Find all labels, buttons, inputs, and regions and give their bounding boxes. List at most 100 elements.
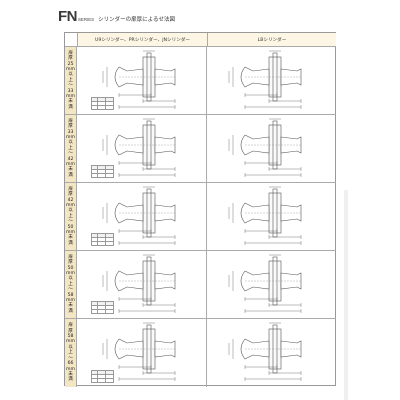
technical-drawing	[102, 50, 176, 109]
lock-cross-section-drawing	[102, 118, 176, 177]
door-thickness-char: 扉	[68, 118, 73, 124]
door-thickness-char: 扉	[68, 323, 73, 329]
door-thickness-char: mm	[66, 94, 75, 100]
door-thickness-char: 42	[67, 156, 74, 162]
door-thickness-char: 上	[68, 77, 73, 83]
lock-cross-section-drawing	[102, 254, 176, 313]
door-thickness-char: 66	[67, 361, 74, 367]
door-thickness-char: 以	[68, 344, 73, 350]
door-thickness-char: 未	[68, 235, 73, 241]
door-thickness-char: 上	[68, 145, 73, 151]
door-thickness-char: 上	[68, 213, 73, 219]
table-corner	[65, 33, 77, 47]
spec-cell	[105, 378, 114, 383]
spec-mini-table	[91, 233, 114, 246]
u9-drawing-cell	[77, 183, 207, 250]
series-label: SERIES	[78, 17, 95, 22]
door-thickness-char: 42	[67, 197, 74, 203]
u9-drawing-cell	[77, 319, 207, 387]
lock-cross-section-drawing	[228, 186, 302, 245]
door-thickness-char: 〜	[68, 151, 73, 157]
door-thickness-char: 〜	[68, 83, 73, 89]
door-thickness-char: 厚	[68, 56, 73, 62]
page-edge-strip	[344, 190, 348, 400]
technical-drawing	[228, 186, 302, 245]
spec-cell	[97, 378, 106, 383]
door-thickness-char: 扉	[68, 50, 73, 56]
door-thickness-char: 33	[67, 88, 74, 94]
door-thickness-char: mm	[66, 298, 75, 304]
technical-drawing	[102, 118, 176, 177]
door-thickness-char: mm	[66, 270, 75, 276]
door-thickness-char: mm	[66, 230, 75, 236]
door-thickness-char: 以	[68, 276, 73, 282]
door-thickness-char: 未	[68, 99, 73, 105]
u9-drawing-cell	[77, 115, 207, 182]
spec-cell	[97, 309, 106, 314]
door-thickness-char: 未	[68, 371, 73, 377]
spec-cell	[105, 309, 114, 314]
spec-mini-table	[91, 97, 114, 110]
door-thickness-char: 未	[68, 303, 73, 309]
door-thickness-char: 満	[68, 172, 73, 178]
door-thickness-char: 58	[67, 334, 74, 340]
technical-drawing	[228, 118, 302, 177]
door-thickness-char: 以	[68, 140, 73, 146]
page-header: FN SERIES シリンダーの扉厚によるせ法図	[58, 8, 175, 25]
spec-cell	[105, 241, 114, 246]
door-thickness-char: 以	[68, 208, 73, 214]
lock-cross-section-drawing	[228, 50, 302, 109]
lb-drawing-cell	[207, 183, 336, 250]
door-thickness-char: 厚	[68, 124, 73, 130]
lock-cross-section-drawing	[228, 322, 302, 381]
door-thickness-char: mm	[66, 66, 75, 72]
spec-mini-table	[91, 165, 114, 178]
door-thickness-char: 〜	[68, 355, 73, 361]
door-thickness-char: 満	[68, 104, 73, 110]
lock-cross-section-drawing	[102, 322, 176, 381]
spec-mini-table	[91, 370, 114, 383]
spec-mini-table	[91, 301, 114, 314]
spec-cell	[97, 105, 106, 110]
spec-cell	[105, 173, 114, 178]
door-thickness-char: 満	[68, 308, 73, 314]
lock-cross-section-drawing	[228, 254, 302, 313]
spec-cell	[97, 173, 106, 178]
column-header-u9: U9シリンダー、PRシリンダー、JNシリンダー	[77, 33, 207, 47]
technical-drawing	[102, 186, 176, 245]
page-title: シリンダーの扉厚によるせ法図	[98, 17, 175, 23]
door-thickness-char: 50	[67, 224, 74, 230]
door-thickness-char: 厚	[68, 260, 73, 266]
door-thickness-char: 58	[67, 292, 74, 298]
door-thickness-char: 25	[67, 61, 74, 67]
door-thickness-char: 上	[68, 281, 73, 287]
door-thickness-char: 扉	[68, 186, 73, 192]
door-thickness-char: 扉	[68, 254, 73, 260]
lock-cross-section-drawing	[102, 186, 176, 245]
door-thickness-char: 以	[68, 72, 73, 78]
spec-cell	[105, 105, 114, 110]
door-thickness-char: 〜	[68, 219, 73, 225]
lock-cross-section-drawing	[102, 50, 176, 109]
door-thickness-char: 〜	[68, 287, 73, 293]
technical-drawing	[228, 254, 302, 313]
technical-drawing	[228, 322, 302, 381]
column-header-lb: LBシリンダー	[207, 33, 336, 47]
door-thickness-char: mm	[66, 339, 75, 345]
door-thickness-char: 33	[67, 129, 74, 135]
lb-drawing-cell	[207, 319, 336, 387]
door-thickness-char: 上	[68, 350, 73, 356]
lb-drawing-cell	[207, 47, 336, 114]
lock-cross-section-drawing	[228, 118, 302, 177]
door-thickness-char: 満	[68, 377, 73, 383]
technical-drawing	[228, 50, 302, 109]
series-logo: FN	[58, 8, 78, 25]
